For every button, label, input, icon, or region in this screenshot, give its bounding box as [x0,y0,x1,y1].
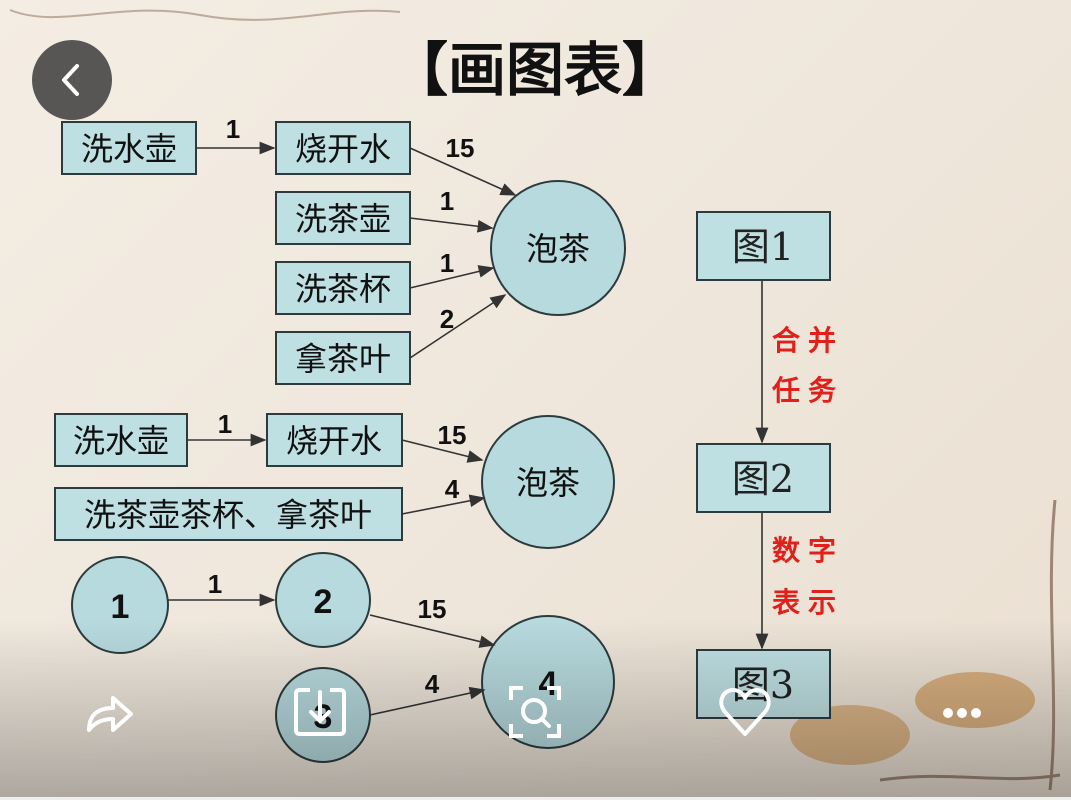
share-icon [87,696,133,732]
step-annotation: 任务 [771,374,844,407]
node-box: 洗茶壶茶杯、拿茶叶 [84,496,372,534]
node-box: 洗水壶 [81,130,177,168]
step-box: 图3 [732,663,794,707]
heart-icon [719,688,771,736]
step-annotation: 合并 [772,324,844,357]
step-annotation: 数字 [772,534,844,567]
image-search-icon [509,686,561,738]
step-annotation: 表示 [772,586,844,619]
node-circle: 泡茶 [516,464,580,502]
step-box: 图2 [732,457,794,501]
edge-label: 15 [438,420,467,450]
section-3: 1 2 3 4 1 15 4 [71,552,615,763]
more-button[interactable] [932,682,992,742]
node-circle: 4 [539,665,558,703]
more-icon [943,708,981,718]
decorative-border [9,9,401,21]
back-button[interactable] [32,40,112,120]
node-circle: 泡茶 [526,230,590,268]
share-button[interactable] [77,682,137,742]
node-box: 拿茶叶 [295,340,391,378]
node-circle: 1 [111,588,130,626]
download-icon [294,688,346,736]
edge-label: 4 [445,474,460,504]
node-box: 烧开水 [286,422,382,460]
section-2: 洗水壶 烧开水 洗茶壶茶杯、拿茶叶 泡茶 1 15 4 [54,409,615,549]
edge-label: 1 [208,569,222,599]
edge-label: 1 [226,114,240,144]
edge-label: 1 [440,248,454,278]
node-box: 洗茶杯 [295,270,391,308]
node-box: 烧开水 [295,130,391,168]
node-box: 洗水壶 [73,422,169,460]
node-box: 洗茶壶 [295,200,391,238]
back-icon [62,64,79,96]
section-1: 洗水壶 烧开水 洗茶壶 洗茶杯 拿茶叶 泡茶 1 15 1 1 2 [61,114,626,385]
like-button[interactable] [715,682,775,742]
bottom-edge [0,797,1071,800]
edge-label: 1 [218,409,232,439]
edge-label: 15 [446,133,475,163]
flow-steps: 图1 图2 图3 合并 任务 数字 表示 [696,211,844,719]
edge-label: 1 [440,186,454,216]
image-search-button[interactable] [505,682,565,742]
node-circle: 2 [314,583,333,621]
teacup-image [790,705,910,765]
edge-label: 2 [440,304,454,334]
step-box: 图1 [732,225,794,269]
edge-label: 4 [425,669,440,699]
decorative-border [879,499,1061,791]
diagram-title: 【画图表】 [390,36,680,104]
download-button[interactable] [290,682,350,742]
edge-label: 15 [418,594,447,624]
